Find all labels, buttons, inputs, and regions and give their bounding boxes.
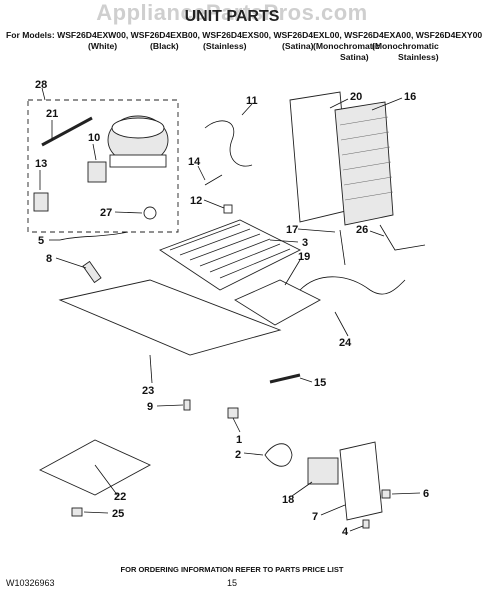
variant-black: (Black): [150, 41, 179, 51]
callout-8: 8: [46, 253, 52, 265]
variant-stainless: (Stainless): [203, 41, 247, 51]
callout-13: 13: [35, 158, 47, 170]
condenser: [334, 101, 394, 226]
variant-mono-stainless: (Monochromatic: [372, 41, 439, 51]
callout-9: 9: [147, 401, 153, 413]
variant-mono-satina-2: Satina): [340, 52, 369, 62]
screw-6: [381, 489, 391, 499]
variant-mono-stainless-2: Stainless): [398, 52, 439, 62]
compressor: [107, 115, 169, 168]
watermark: AppliancePartsPros.com: [96, 0, 368, 25]
callout-17: 17: [286, 224, 298, 236]
callout-25: 25: [112, 508, 124, 520]
callout-3: 3: [302, 237, 308, 249]
insulation-sheet: [38, 439, 152, 496]
grommet: [143, 206, 157, 220]
callout-27: 27: [100, 207, 112, 219]
drain-wire: [59, 231, 129, 241]
callout-21: 21: [46, 108, 58, 120]
page-number: 15: [226, 578, 237, 588]
clip: [223, 204, 233, 214]
screw-4: [362, 519, 370, 529]
fan-motor: [307, 457, 339, 485]
suction-tube: [204, 120, 253, 167]
condenser-tube: [204, 174, 223, 186]
clip-25: [71, 507, 83, 517]
base-plate: [58, 279, 282, 356]
callout-23: 23: [142, 385, 154, 397]
page-title: UNIT PARTS: [184, 8, 280, 25]
callout-6: 6: [423, 488, 429, 500]
drain-pan: [234, 279, 321, 326]
callout-14: 14: [188, 156, 201, 168]
strap: [269, 373, 301, 384]
variant-mono-satina: (Monochromatic: [313, 41, 380, 51]
wire-harness: [299, 276, 406, 295]
capacitor: [33, 192, 49, 212]
variant-satina: (Satina): [282, 41, 314, 51]
drain-tube: [82, 260, 102, 284]
callout-12: 12: [190, 195, 202, 207]
evaporator: [159, 219, 302, 291]
grommet-1: [227, 407, 239, 419]
parts-diagram: 28 21 10 13 27 5 8 11 14 12 20 16 3 19 1…: [27, 79, 429, 538]
callout-4: 4: [342, 526, 349, 538]
callout-5: 5: [38, 235, 44, 247]
callout-26: 26: [356, 224, 368, 236]
models-line: For Models: WSF26D4EXW00, WSF26D4EXB00, …: [6, 30, 482, 40]
screw: [183, 399, 191, 411]
callout-19: 19: [298, 251, 310, 263]
callout-16: 16: [404, 91, 416, 103]
callout-20: 20: [350, 91, 362, 103]
motor-bracket: [339, 441, 383, 521]
callout-24: 24: [339, 337, 352, 349]
fan-blade: [264, 443, 293, 467]
compressor-group-box: [27, 99, 179, 233]
callout-2: 2: [235, 449, 241, 461]
ordering-note: FOR ORDERING INFORMATION REFER TO PARTS …: [120, 565, 344, 574]
overload-protector-tube: [41, 116, 93, 147]
callout-7: 7: [312, 511, 318, 523]
document-code: W10326963: [6, 578, 55, 588]
start-relay: [87, 161, 107, 183]
callout-1: 1: [236, 434, 242, 446]
tube-26: [379, 224, 426, 251]
tube-17: [339, 229, 346, 266]
callout-10: 10: [88, 132, 100, 144]
callout-15: 15: [314, 377, 326, 389]
callout-11: 11: [246, 95, 258, 107]
callout-18: 18: [282, 494, 294, 506]
variant-white: (White): [88, 41, 118, 51]
callout-28: 28: [35, 79, 47, 91]
callout-22: 22: [114, 491, 126, 503]
